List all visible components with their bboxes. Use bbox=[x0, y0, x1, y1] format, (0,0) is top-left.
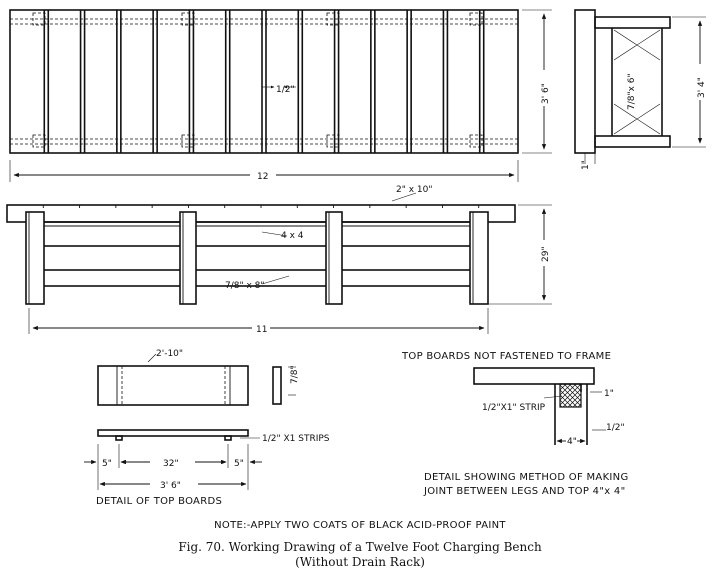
detail-length-label: 2'-10" bbox=[156, 349, 183, 359]
dim-36: 3' 6" bbox=[160, 481, 181, 491]
bench-length-dim: 12 bbox=[257, 172, 268, 182]
paint-note: NOTE:-APPLY TWO COATS OF BLACK ACID-PROO… bbox=[214, 520, 506, 531]
figure-subcaption: (Without Drain Rack) bbox=[295, 555, 425, 569]
gap-label: 1/2" bbox=[276, 85, 295, 95]
figure-caption: Fig. 70. Working Drawing of a Twelve Foo… bbox=[178, 540, 542, 554]
detail-top-boards: 2'-10" 7/8" 1/2" X1 STRIPS 5" 32" 5" 3' … bbox=[84, 349, 330, 507]
not-fastened-label: TOP BOARDS NOT FASTENED TO FRAME bbox=[401, 351, 611, 362]
strip-joint-label: 1/2"X1" STRIP bbox=[482, 403, 546, 413]
joint-desc-1: DETAIL SHOWING METHOD OF MAKING bbox=[424, 472, 629, 483]
dim-5a: 5" bbox=[102, 459, 112, 469]
plan-outline bbox=[9, 9, 519, 154]
top-board-label: 2" x 10" bbox=[396, 185, 433, 195]
end-height-dim: 3' 4" bbox=[697, 77, 707, 98]
end-view: 7/8"x 6" 3' 4" 1" bbox=[574, 9, 707, 170]
detail-thick-label: 7/8" bbox=[290, 365, 300, 384]
top-width-dim: 3' 6" bbox=[541, 83, 551, 104]
dim-5b: 5" bbox=[234, 459, 244, 469]
joint-desc-2: JOINT BETWEEN LEGS AND TOP 4"x 4" bbox=[423, 486, 625, 497]
frame-length-dim: 11 bbox=[256, 325, 267, 335]
strips-label: 1/2" X1 STRIPS bbox=[262, 434, 330, 444]
end-offset-label: 1" bbox=[581, 160, 591, 170]
bench-height-dim: 29" bbox=[541, 246, 551, 262]
joint-1-label: 1" bbox=[604, 389, 614, 399]
plan-view: 1/2" 3' 6" 12 bbox=[9, 9, 552, 182]
joint-4-label: 4" bbox=[567, 437, 577, 447]
joint-half-label: 1/2" bbox=[606, 423, 625, 433]
joint-detail: TOP BOARDS NOT FASTENED TO FRAME 1/2"X1"… bbox=[401, 351, 629, 497]
post-label: 4 x 4 bbox=[281, 231, 304, 241]
rail-label: 7/8" x 8" bbox=[225, 281, 265, 291]
detail-title: DETAIL OF TOP BOARDS bbox=[96, 496, 222, 507]
side-elevation: 2" x 10" 4 x 4 7/8" x 8" 29" 11 bbox=[6, 185, 552, 335]
end-board-label: 7/8"x 6" bbox=[627, 73, 637, 110]
dim-32: 32" bbox=[163, 459, 179, 469]
plan-slats bbox=[43, 10, 485, 153]
